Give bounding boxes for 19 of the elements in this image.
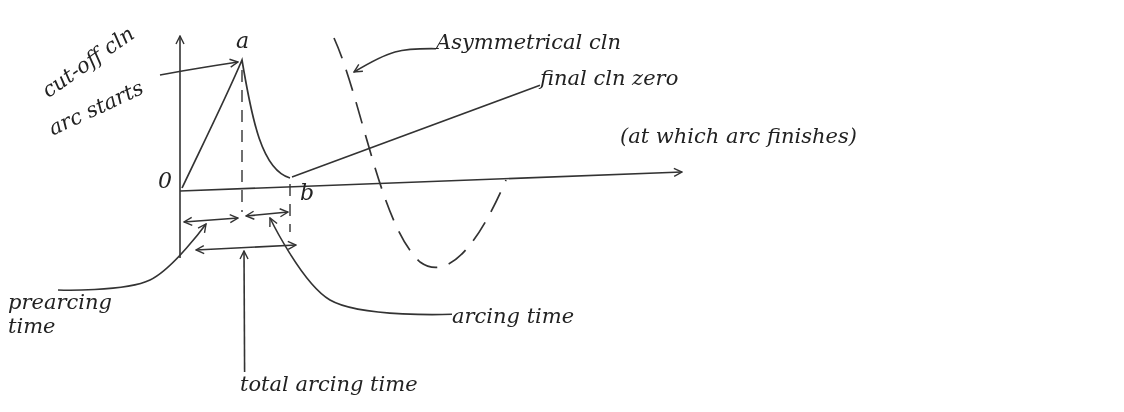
annotation-text: Asymmetrical cln [436,30,621,55]
annotation-text: prearcing time [8,290,113,339]
leader-arrow [159,58,239,76]
point-label: b [300,180,315,205]
leader-arrow [57,223,207,291]
point-label: a [236,28,250,53]
current-curve [181,59,291,189]
dimension-arrow [183,213,239,227]
dimension-arrow [195,240,297,255]
dimension-arrow [245,208,289,220]
leader-arrow [239,250,249,373]
point-label: 0 [158,168,172,193]
leader-arrow [353,47,437,73]
leader-line [291,84,541,178]
annotation-text: arcing time [452,304,576,329]
annotation-text: final cln zero [540,66,679,91]
leader-arrow [269,217,453,316]
annotation-text: total arcing time [240,372,419,397]
annotation-text: (at which arc finishes) [620,124,857,149]
